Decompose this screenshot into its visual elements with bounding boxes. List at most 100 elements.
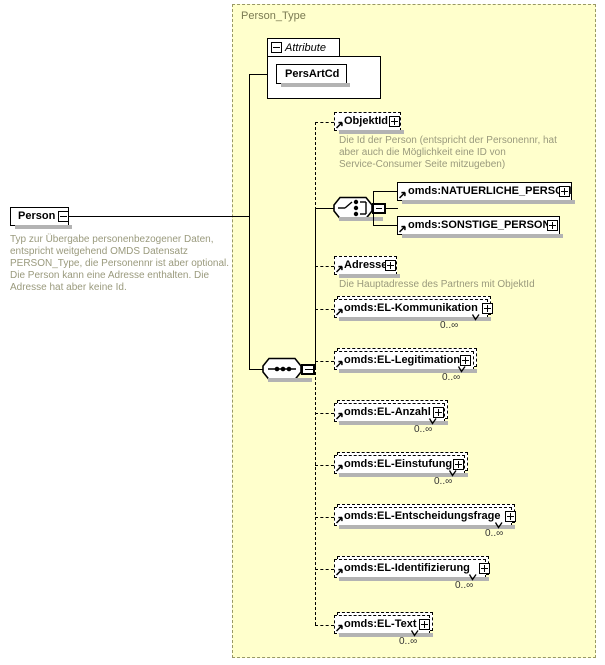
node-natuerliche-person-label: omds:NATUERLICHE_PERSON	[408, 185, 572, 197]
connector-sequence-out	[311, 369, 315, 370]
node-shadow	[339, 217, 383, 221]
connector-to-el-legitimation	[315, 361, 334, 362]
adresse-expand-icon[interactable]	[385, 260, 396, 271]
node-person[interactable]: Person	[10, 207, 72, 229]
connector-to-el-anzahl	[315, 413, 334, 414]
sequence-icon	[262, 357, 302, 381]
type-panel-person-type	[232, 4, 596, 658]
el-anzahl-inbound-arrow-icon	[335, 412, 343, 420]
connector-person-out	[69, 216, 249, 217]
node-el-einstufung[interactable]: omds:EL-Einstufung	[334, 455, 468, 477]
el-text-cardinality: 0..∞	[399, 636, 418, 647]
node-adresse[interactable]: Adresse	[334, 256, 400, 278]
node-shadow	[339, 369, 477, 373]
el-legitimation-expand-icon[interactable]	[460, 355, 471, 366]
compositor-choice[interactable]	[333, 196, 388, 221]
node-shadow	[339, 421, 448, 425]
choice-icon	[333, 196, 373, 220]
node-shadow	[339, 577, 489, 581]
node-shadow	[281, 83, 350, 87]
el-identifizierung-inbound-arrow-icon	[335, 568, 343, 576]
el-einstufung-cardinality: 0..∞	[434, 476, 453, 487]
connector-to-el-identifizierung	[315, 569, 334, 570]
el-identifizierung-repeat-arrow-icon	[468, 574, 477, 581]
node-el-legitimation[interactable]: omds:EL-Legitimation	[334, 351, 477, 373]
node-sonstige-person[interactable]: omds:SONSTIGE_PERSON	[397, 216, 563, 238]
choice-collapse-icon[interactable]	[372, 203, 386, 214]
el-entscheidungsfrage-inbound-arrow-icon	[335, 516, 343, 524]
connector-choice-out	[386, 208, 398, 209]
attribute-collapse-icon[interactable]	[271, 42, 282, 53]
el-text-expand-icon[interactable]	[419, 619, 430, 630]
connector-to-adresse	[315, 266, 334, 267]
sonstige-person-inbound-arrow-icon	[398, 225, 406, 233]
el-kommunikation-inbound-arrow-icon	[335, 308, 343, 316]
node-objektid[interactable]: ObjektId	[334, 112, 404, 134]
node-shadow	[402, 234, 563, 238]
connector-to-natperson	[373, 191, 397, 192]
connector-to-sequence	[249, 369, 263, 370]
node-person-label: Person	[18, 210, 56, 222]
el-kommunikation-cardinality: 0..∞	[440, 320, 459, 331]
connector-to-attribute	[249, 74, 267, 75]
node-adresse-label: Adresse	[344, 259, 388, 271]
node-shadow	[339, 473, 468, 477]
el-einstufung-repeat-arrow-icon	[448, 470, 457, 477]
person-collapse-icon[interactable]	[58, 211, 69, 222]
node-el-kommunikation-label: omds:EL-Kommunikation	[344, 302, 478, 314]
adresse-inbound-arrow-icon	[335, 265, 343, 273]
node-natuerliche-person[interactable]: omds:NATUERLICHE_PERSON	[397, 182, 575, 204]
node-el-text-label: omds:EL-Text	[344, 618, 417, 630]
el-anzahl-repeat-arrow-icon	[428, 418, 437, 425]
el-kommunikation-expand-icon[interactable]	[482, 303, 493, 314]
node-shadow	[15, 225, 72, 229]
connector-main-split	[249, 74, 250, 370]
node-el-identifizierung-label: omds:EL-Identifizierung	[344, 562, 470, 574]
el-einstufung-inbound-arrow-icon	[335, 464, 343, 472]
person-annotation: Typ zur Übergabe personenbezogener Daten…	[10, 234, 230, 293]
el-entscheidungsfrage-repeat-arrow-icon	[494, 522, 503, 529]
objektid-expand-icon[interactable]	[389, 116, 400, 127]
el-entscheidungsfrage-cardinality: 0..∞	[485, 528, 504, 539]
el-legitimation-cardinality: 0..∞	[442, 372, 461, 383]
el-anzahl-expand-icon[interactable]	[433, 407, 444, 418]
node-el-kommunikation[interactable]: omds:EL-Kommunikation	[334, 299, 491, 321]
node-el-anzahl[interactable]: omds:EL-Anzahl	[334, 403, 448, 425]
node-el-legitimation-label: omds:EL-Legitimation	[344, 354, 461, 366]
node-el-identifizierung[interactable]: omds:EL-Identifizierung	[334, 559, 489, 581]
connector-to-el-einstufung	[315, 465, 334, 466]
el-legitimation-inbound-arrow-icon	[335, 360, 343, 368]
connector-choice-spine	[315, 208, 316, 369]
natuerliche-person-inbound-arrow-icon	[398, 191, 406, 199]
el-text-repeat-arrow-icon	[410, 630, 419, 637]
el-einstufung-expand-icon[interactable]	[453, 459, 464, 470]
node-el-entscheidungsfrage-label: omds:EL-Entscheidungsfrage	[344, 510, 501, 522]
el-identifizierung-cardinality: 0..∞	[455, 580, 474, 591]
node-shadow	[402, 200, 575, 204]
node-shadow	[268, 378, 312, 382]
node-el-entscheidungsfrage[interactable]: omds:EL-Entscheidungsfrage	[334, 507, 515, 529]
node-shadow	[339, 525, 515, 529]
node-el-anzahl-label: omds:EL-Anzahl	[344, 406, 431, 418]
node-shadow	[339, 130, 404, 134]
node-shadow	[339, 274, 400, 278]
connector-children-spine	[315, 122, 316, 625]
el-anzahl-cardinality: 0..∞	[414, 424, 433, 435]
compositor-sequence[interactable]	[262, 357, 317, 382]
natuerliche-person-expand-icon[interactable]	[559, 186, 570, 197]
objektid-inbound-arrow-icon	[335, 121, 343, 129]
connector-to-objektid	[315, 122, 334, 123]
node-sonstige-person-label: omds:SONSTIGE_PERSON	[408, 219, 551, 231]
el-identifizierung-expand-icon[interactable]	[479, 563, 490, 574]
el-entscheidungsfrage-expand-icon[interactable]	[505, 511, 516, 522]
node-attribute-group[interactable]: Attribute	[267, 38, 340, 57]
node-objektid-label: ObjektId	[344, 115, 389, 127]
node-shadow	[339, 633, 433, 637]
node-attribute-persartcd[interactable]: PersArtCd	[276, 64, 350, 87]
node-el-einstufung-label: omds:EL-Einstufung	[344, 458, 453, 470]
connector-to-el-kommunikation	[315, 309, 334, 310]
sonstige-person-expand-icon[interactable]	[547, 220, 558, 231]
el-text-inbound-arrow-icon	[335, 624, 343, 632]
connector-to-sonstperson	[373, 225, 397, 226]
